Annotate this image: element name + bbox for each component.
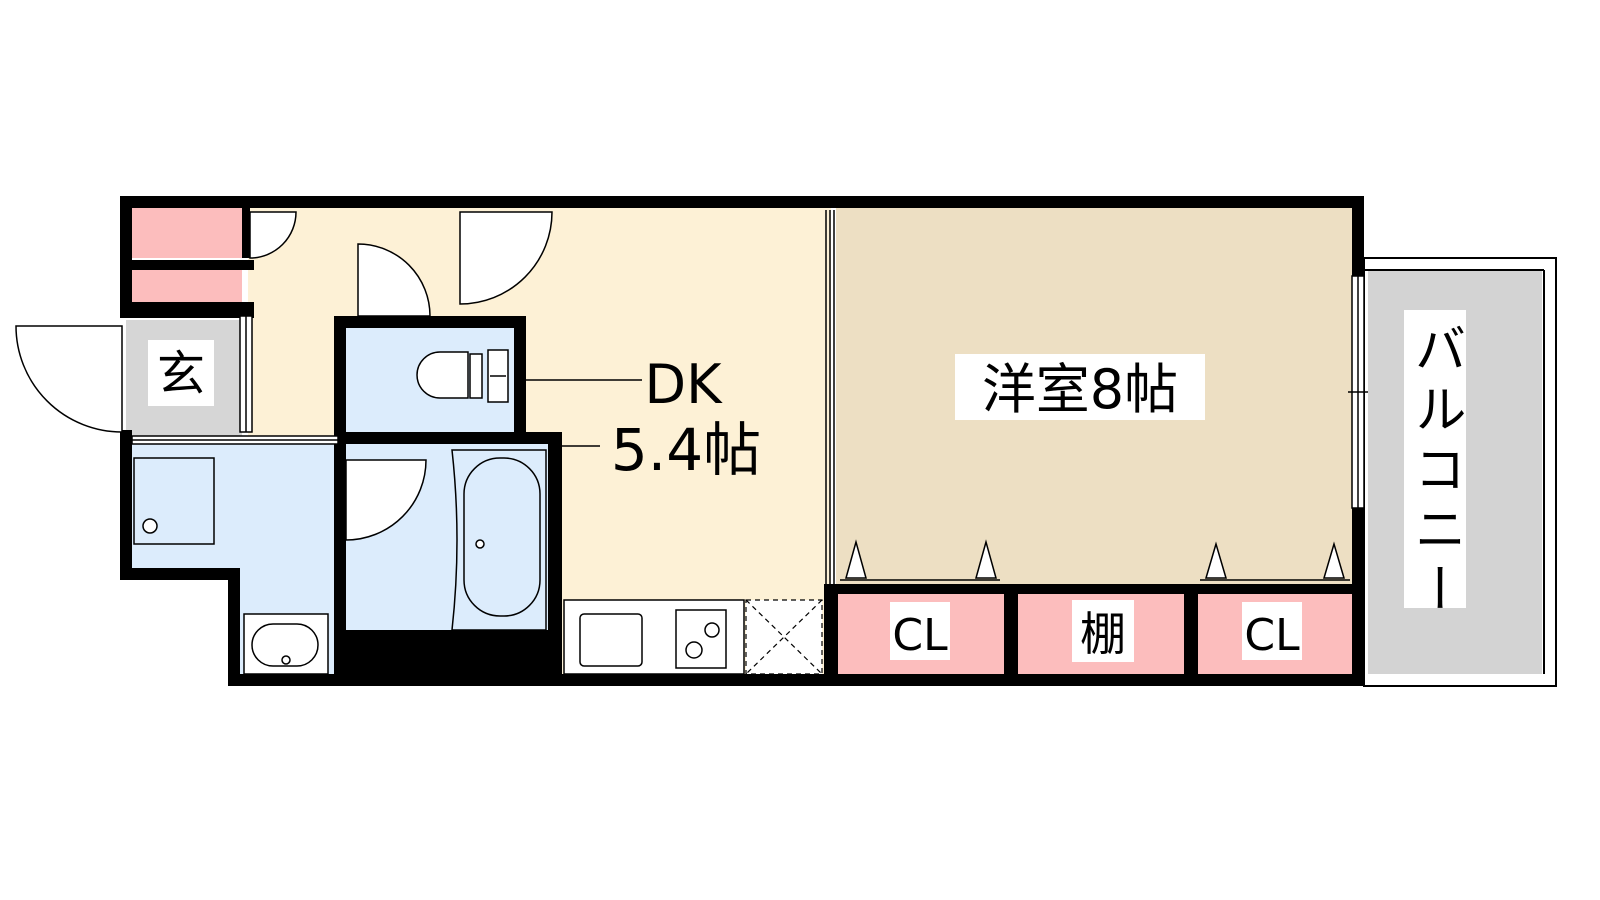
bathtub (451, 449, 547, 631)
door-swings (249, 211, 553, 541)
closet-right-label-bg (1242, 602, 1302, 660)
window-entrance (239, 315, 253, 433)
shoe-storage-bottom (126, 268, 242, 306)
washing-machine-pan (133, 457, 215, 545)
shelf-label-bg (1072, 600, 1134, 662)
window-dk-room (825, 210, 835, 584)
balcony-label: バルコニー (1405, 322, 1465, 622)
western-room-label: 洋室8帖 (982, 358, 1178, 421)
window-balcony (1348, 275, 1368, 509)
kitchen-counter (563, 599, 745, 675)
entrance-label: 玄 (157, 346, 205, 402)
entrance-door[interactable] (15, 325, 123, 433)
closet-left-label-bg (890, 602, 950, 660)
wash-basin (243, 613, 329, 675)
balcony-label-bg (1404, 310, 1466, 608)
dk-name-label: DK (645, 353, 724, 416)
sliding-door-washroom (131, 435, 339, 445)
fridge-space (745, 599, 823, 675)
toilet (416, 349, 509, 403)
closet-right-label: CL (1244, 610, 1300, 661)
entrance-label-bg (148, 340, 214, 406)
dk-size-label: 5.4帖 (611, 416, 761, 484)
closet-left-label: CL (892, 610, 948, 661)
shoe-storage-top (126, 206, 242, 258)
closet-doors (840, 539, 1350, 581)
shelf-label: 棚 (1080, 607, 1126, 661)
western-room-label-bg (955, 354, 1205, 420)
